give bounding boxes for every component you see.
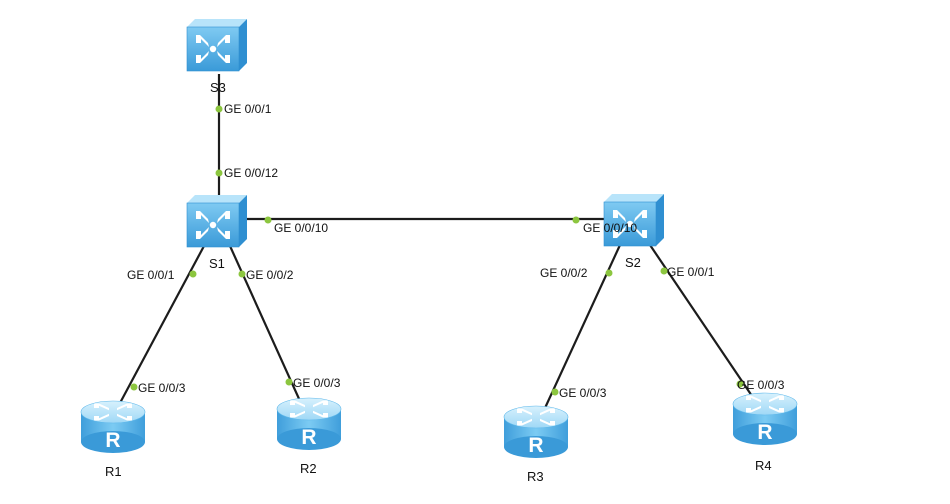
port-label-s1-ge0010: GE 0/0/10 xyxy=(274,221,328,235)
device-r2[interactable]: R R2 xyxy=(276,397,342,476)
device-label-r2: R2 xyxy=(300,461,317,476)
port-dot xyxy=(130,383,138,391)
port-label-s1-ge001: GE 0/0/1 xyxy=(127,268,175,282)
port-dot xyxy=(264,216,272,224)
port-label-s2-ge002: GE 0/0/2 xyxy=(540,266,588,280)
device-r4[interactable]: R R4 xyxy=(732,392,798,473)
port-dot xyxy=(551,388,559,396)
device-r1[interactable]: R R1 xyxy=(80,400,146,479)
router-glyph: R xyxy=(105,429,120,452)
port-dot xyxy=(736,380,744,388)
device-label-s2: S2 xyxy=(625,255,641,270)
port-label-r3-ge003: GE 0/0/3 xyxy=(559,386,607,400)
port-label-s2-ge0010: GE 0/0/10 xyxy=(583,221,637,235)
device-label-s1: S1 xyxy=(209,256,225,271)
layer3-switch-icon xyxy=(603,193,665,247)
port-dot xyxy=(605,269,613,277)
port-dot xyxy=(572,216,580,224)
layer3-switch-icon xyxy=(186,194,248,248)
port-label-r1-ge003: GE 0/0/3 xyxy=(138,381,186,395)
port-label-s2-ge001: GE 0/0/1 xyxy=(667,265,715,279)
port-dot xyxy=(189,270,197,278)
device-label-r1: R1 xyxy=(105,464,122,479)
device-r3[interactable]: R R3 xyxy=(503,405,569,484)
port-label-s1-ge0012: GE 0/0/12 xyxy=(224,166,278,180)
port-label-s1-ge002: GE 0/0/2 xyxy=(246,268,294,282)
device-s3[interactable]: S3 xyxy=(186,18,248,95)
port-label-r4-ge003: GE 0/0/3 xyxy=(737,378,785,392)
port-dot xyxy=(285,378,293,386)
link-s1-r1 xyxy=(119,245,205,404)
device-s2[interactable]: S2 xyxy=(603,193,665,270)
port-label-r2-ge003: GE 0/0/3 xyxy=(293,376,341,390)
device-label-r3: R3 xyxy=(527,469,544,484)
device-label-s3: S3 xyxy=(210,80,226,95)
port-label-s3-ge001: GE 0/0/1 xyxy=(224,102,272,116)
port-dot xyxy=(215,105,223,113)
router-glyph: R xyxy=(757,421,772,444)
port-labels: GE 0/0/1 GE 0/0/12 GE 0/0/10 GE 0/0/10 G… xyxy=(127,102,785,400)
layer3-switch-icon xyxy=(186,18,248,72)
port-dot xyxy=(215,169,223,177)
port-dots xyxy=(130,105,744,396)
port-dot xyxy=(660,267,668,275)
device-s1[interactable]: S1 xyxy=(186,194,248,271)
port-dot xyxy=(238,270,246,278)
router-glyph: R xyxy=(301,426,316,449)
device-label-r4: R4 xyxy=(755,458,772,473)
router-glyph: R xyxy=(528,434,543,457)
